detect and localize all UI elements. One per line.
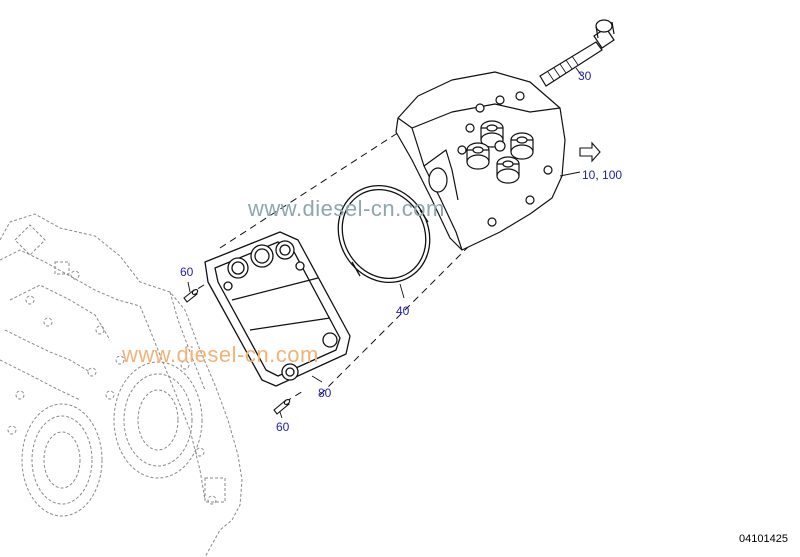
callout-dowel-pin-upper[interactable]: 60 — [180, 265, 194, 279]
dowel-pin-upper[interactable] — [183, 288, 199, 303]
callout-gasket[interactable]: 80 — [318, 386, 332, 400]
callout-separator: , — [595, 168, 599, 182]
engine-block-outline — [0, 213, 243, 557]
cylinder-head[interactable] — [395, 71, 566, 251]
reference-arrow-icon — [579, 141, 601, 163]
callout-head-alt-number[interactable]: 100 — [602, 168, 623, 182]
cylinder-head-gasket[interactable] — [204, 231, 351, 387]
seal-ring[interactable] — [320, 168, 448, 299]
callout-seal-ring[interactable]: 40 — [396, 304, 410, 318]
callout-dowel-pin-lower[interactable]: 60 — [276, 420, 290, 434]
document-number: 04101425 — [739, 533, 788, 545]
callout-head-number[interactable]: 10 — [582, 168, 596, 182]
callout-cylinder-head[interactable]: 10, 100 — [582, 169, 622, 181]
callout-leaders — [187, 67, 583, 419]
callout-bolt[interactable]: 30 — [578, 69, 592, 83]
cylinder-head-bolt[interactable] — [539, 19, 615, 87]
dowel-pin-lower[interactable] — [273, 398, 291, 415]
valve-springs — [466, 120, 534, 184]
